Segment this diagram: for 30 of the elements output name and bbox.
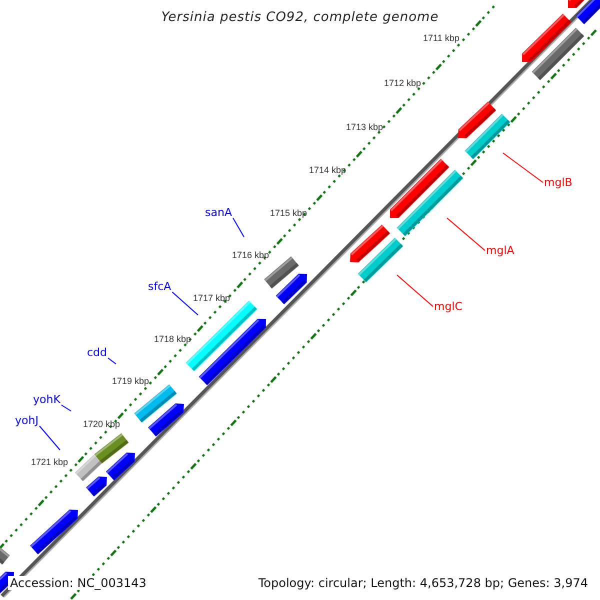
scale-label: 1713 kbp	[346, 123, 384, 132]
scale-label: 1716 kbp	[232, 251, 270, 260]
leader-line	[232, 218, 244, 238]
gene-label: mglC	[434, 301, 462, 312]
scale-label: 1712 kbp	[384, 79, 422, 88]
leader-line	[446, 218, 486, 251]
scale-label: 1720 kbp	[83, 420, 120, 429]
footer-text: Accession: NC_003143	[8, 576, 148, 590]
diagram-title: Yersinia pestis CO92, complete genome	[160, 11, 440, 24]
gene-label: mglA	[486, 245, 514, 256]
leader-line	[60, 404, 72, 412]
scale-label: 1718 kbp	[154, 335, 192, 344]
gene-label: yohJ	[15, 415, 38, 426]
scale-label: 1717 kbp	[193, 294, 230, 303]
leader-line	[108, 358, 116, 364]
gene-label: sanA	[205, 207, 232, 218]
gene-label: yohK	[33, 394, 60, 405]
footer-text: Topology: circular; Length: 4,653,728 bp; Genes: 3,974	[256, 576, 590, 590]
scale-label: 1719 kbp	[112, 377, 150, 386]
scale-label: 1711 kbp	[423, 34, 460, 43]
gene-label: sfcA	[148, 281, 172, 292]
gene-label: cdd	[87, 347, 108, 358]
leader-line	[172, 292, 198, 316]
leader-line	[39, 426, 60, 450]
scale-label: 1721 kbp	[31, 458, 68, 467]
leader-line	[396, 274, 434, 307]
scale-label: 1715 kbp	[270, 209, 308, 218]
scale-label: 1714 kbp	[309, 166, 346, 175]
leader-line	[502, 152, 544, 183]
gene-label: mglB	[544, 177, 572, 188]
